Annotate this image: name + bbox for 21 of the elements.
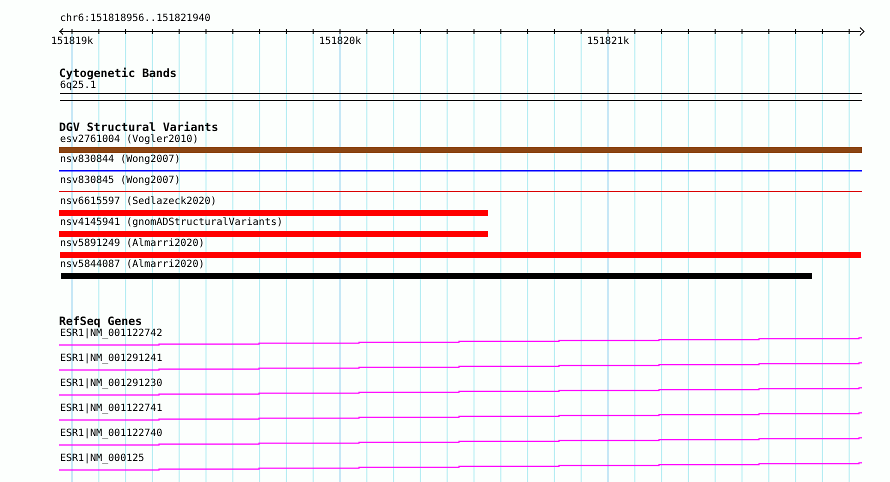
feature-label: nsv6615597 (Sedlazeck2020) [60,196,217,208]
track-heading: Cytogenetic Bands [59,66,177,80]
feature-label: ESR1|NM_001291230 [60,378,162,390]
tick-label: 151819k [51,36,94,48]
feature-label: esv2761004 (Vogler2010) [60,134,198,146]
feature-label: ESR1|NM_001291241 [60,353,162,365]
coordinate-title: chr6:151818956..151821940 [60,13,211,25]
feature-label: ESR1|NM_001122741 [60,403,162,415]
feature-label: ESR1|NM_000125 [60,453,144,465]
track-heading: RefSeq Genes [59,314,142,328]
feature-label: 6q25.1 [60,80,96,92]
feature-label: nsv830845 (Wong2007) [60,175,180,187]
feature-label: nsv5891249 (Almarri2020) [60,238,204,250]
track-heading: DGV Structural Variants [59,120,218,134]
feature-label: nsv830844 (Wong2007) [60,154,180,166]
tick-label: 151820k [319,36,362,48]
tick-label: 151821k [587,36,630,48]
feature-label: nsv5844087 (Almarri2020) [60,259,204,271]
feature-label: ESR1|NM_001122742 [60,328,162,340]
feature-label: ESR1|NM_001122740 [60,428,162,440]
feature-label: nsv4145941 (gnomADStructuralVariants) [60,217,283,229]
